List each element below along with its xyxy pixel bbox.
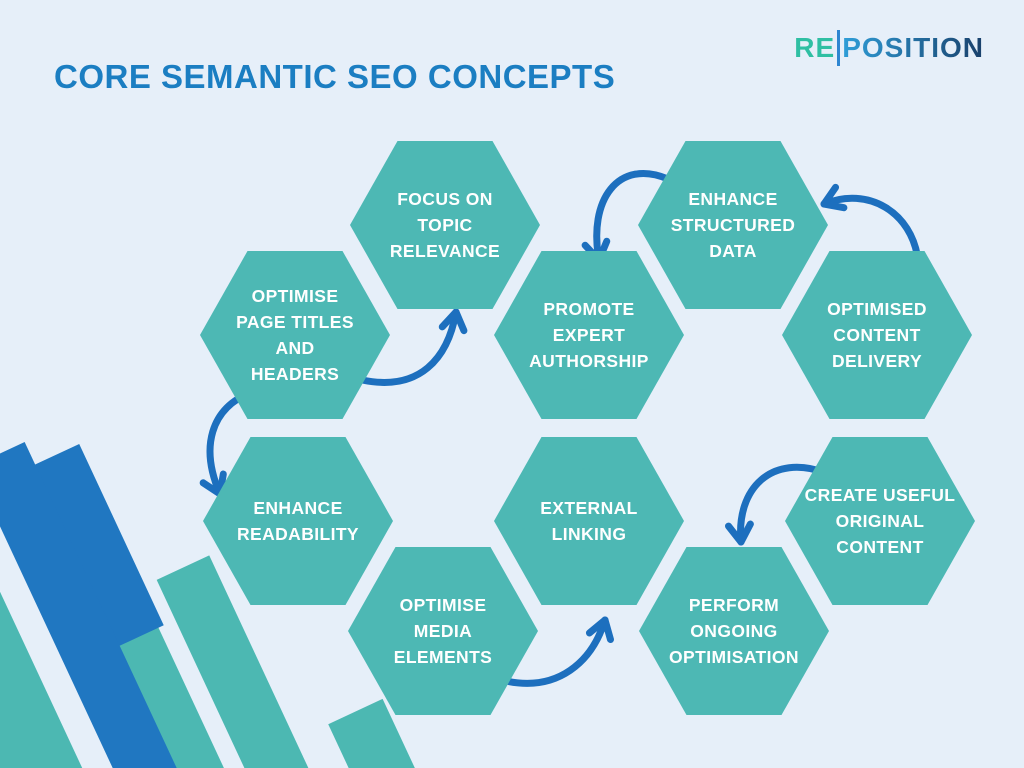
hex-optimise-page-titles-headers: OPTIMISE PAGE TITLES AND HEADERS: [200, 251, 390, 419]
hex-enhance-structured-data: ENHANCE STRUCTURED DATA: [638, 141, 828, 309]
hex-focus-on-topic-relevance: FOCUS ON TOPIC RELEVANCE: [350, 141, 540, 309]
brand-logo: RE POSITION: [794, 30, 984, 66]
hex-enhance-readability: ENHANCE READABILITY: [203, 437, 393, 605]
page-title: CORE SEMANTIC SEO CONCEPTS: [54, 58, 616, 95]
hex-label: PERFORM ONGOING OPTIMISATION: [669, 594, 799, 668]
hex-perform-ongoing-optimisation: PERFORM ONGOING OPTIMISATION: [639, 547, 829, 715]
hex-label: PROMOTE EXPERT AUTHORSHIP: [529, 298, 649, 372]
hex-label: CREATE USEFUL ORIGINAL CONTENT: [804, 484, 956, 558]
logo-re-text: RE: [794, 32, 836, 63]
hex-label: OPTIMISED CONTENT DELIVERY: [827, 298, 927, 372]
hex-label: OPTIMISE PAGE TITLES AND HEADERS: [236, 285, 354, 385]
hex-optimised-content-delivery: OPTIMISED CONTENT DELIVERY: [782, 251, 972, 419]
logo-position-text: POSITION: [842, 32, 984, 63]
arrow-content-delivery-to-structured-data: [820, 183, 922, 264]
hex-label: EXTERNAL LINKING: [540, 497, 638, 544]
hex-label: OPTIMISE MEDIA ELEMENTS: [393, 594, 493, 668]
hex-label: ENHANCE STRUCTURED DATA: [670, 188, 796, 262]
hex-create-useful-original-content: CREATE USEFUL ORIGINAL CONTENT: [785, 437, 975, 605]
logo-divider-bar: [837, 30, 841, 66]
hex-label: ENHANCE READABILITY: [236, 497, 360, 544]
hex-external-linking: EXTERNAL LINKING: [494, 437, 684, 605]
hex-label: FOCUS ON TOPIC RELEVANCE: [389, 188, 501, 262]
hex-promote-expert-authorship: PROMOTE EXPERT AUTHORSHIP: [494, 251, 684, 419]
hex-optimise-media-elements: OPTIMISE MEDIA ELEMENTS: [348, 547, 538, 715]
